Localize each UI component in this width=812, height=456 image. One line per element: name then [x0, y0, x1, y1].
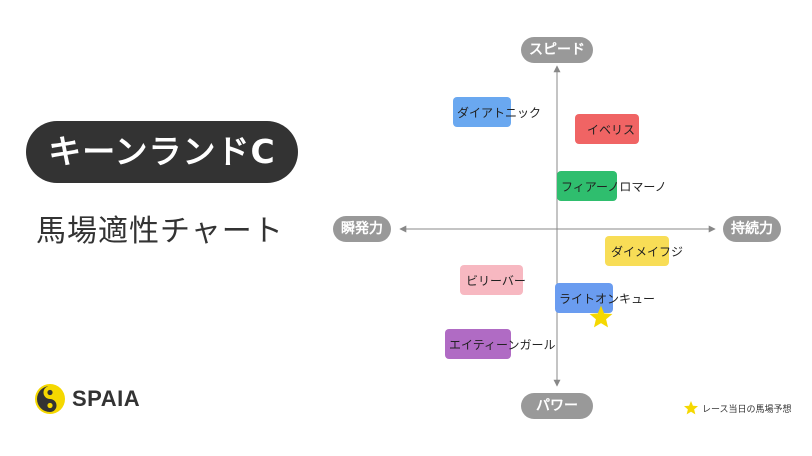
- horse-name: ライトオンキュー: [559, 291, 656, 306]
- horse-marker: フィアーノロマーノ: [557, 171, 667, 201]
- axis-label-stamina: 持続力: [723, 216, 781, 242]
- axis-label-power: パワー: [521, 393, 593, 419]
- horse-box-4: [460, 265, 523, 295]
- horse-box-2: [557, 171, 617, 201]
- spaia-logo: SPAIA: [34, 382, 140, 416]
- page-title: キーンランドC: [26, 121, 298, 183]
- horse-marker: エイティーンガール: [445, 329, 555, 359]
- horse-marker: イベリス: [575, 114, 639, 144]
- horse-name: ダイメイフジ: [611, 244, 684, 259]
- page-subtitle: 馬場適性チャート: [36, 214, 284, 249]
- horse-box-3: [605, 236, 669, 266]
- legend-label: レース当日の馬場予想: [702, 404, 792, 415]
- spaia-logo-text: SPAIA: [72, 386, 141, 411]
- horse-name: フィアーノロマーノ: [561, 179, 667, 194]
- horse-name: ダイアトニック: [457, 105, 542, 120]
- spaia-logo-icon: [35, 384, 65, 414]
- axis-label-burst: 瞬発力: [333, 216, 391, 242]
- horse-marker: ライトオンキュー: [555, 283, 655, 313]
- star-icon: [589, 305, 613, 328]
- horse-marker: ダイメイフジ: [605, 236, 683, 266]
- horse-box-5: [555, 283, 613, 313]
- axis-label-speed: スピード: [521, 37, 593, 63]
- horse-name: イベリス: [587, 122, 636, 137]
- horse-box-1: [575, 114, 639, 144]
- legend-star-icon: [684, 401, 698, 415]
- horse-marker: ビリーバー: [460, 265, 526, 295]
- horse-box-6: [445, 329, 511, 359]
- horse-marker: ダイアトニック: [453, 97, 541, 127]
- legend: レース当日の馬場予想: [683, 400, 792, 416]
- horse-box-0: [453, 97, 511, 127]
- horse-name: ビリーバー: [466, 273, 526, 288]
- horse-name: エイティーンガール: [449, 337, 556, 352]
